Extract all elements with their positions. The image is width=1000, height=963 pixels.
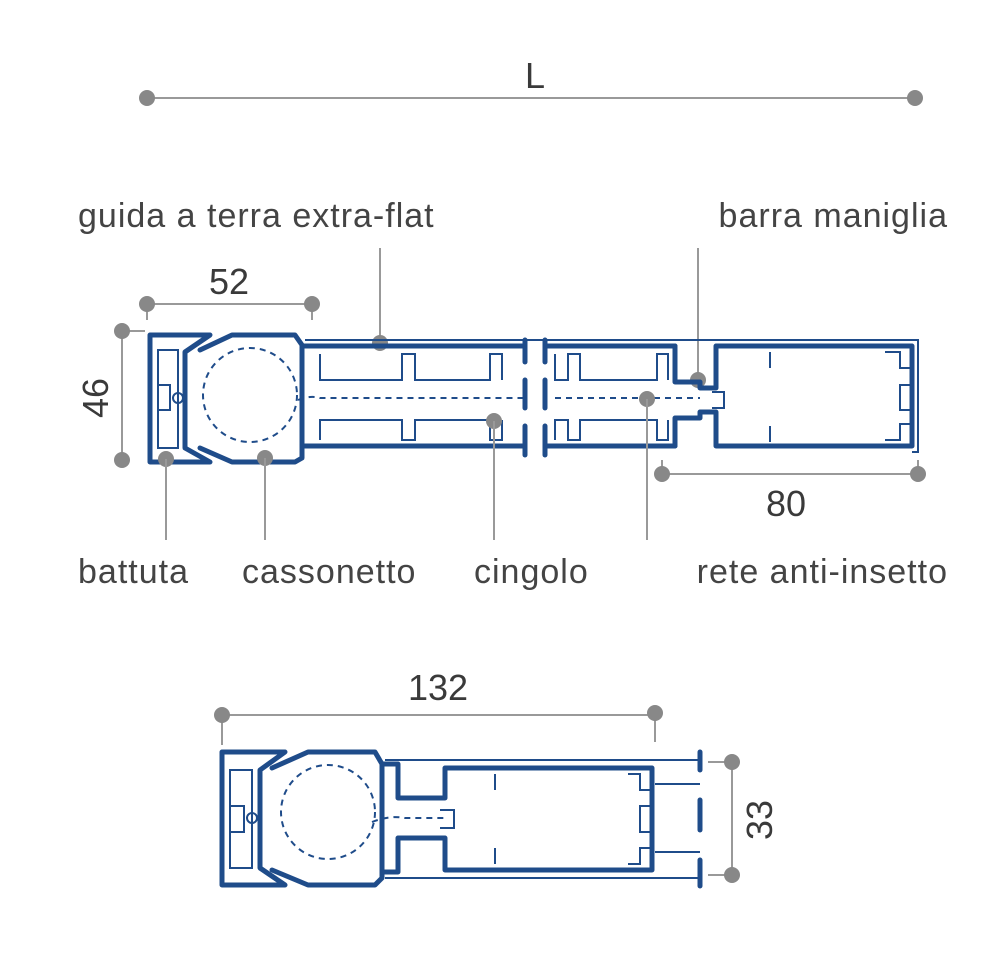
cassonetto-label: cassonetto [242,553,416,591]
height-46-dimension: 46 [75,323,145,468]
width-132-dimension: 132 [214,667,663,745]
battuta-label: battuta [78,553,189,591]
width-80-label: 80 [766,483,806,524]
cingolo-label: cingolo [474,553,589,591]
profile-open [147,332,919,465]
guida-label: guida a terra extra-flat [78,197,435,235]
height-33-dimension: 33 [708,754,780,883]
width-132-label: 132 [408,667,468,708]
barra-label: barra maniglia [719,197,948,235]
height-33-label: 33 [739,800,780,840]
rete-label: rete anti-insetto [697,553,948,591]
width-80-dimension: 80 [654,460,926,524]
profile-closed [219,749,703,889]
height-46-label: 46 [75,378,116,418]
width-52-dimension: 52 [139,261,320,320]
length-label: L [525,55,545,96]
length-dimension: L [139,55,923,106]
width-52-label: 52 [209,261,249,302]
